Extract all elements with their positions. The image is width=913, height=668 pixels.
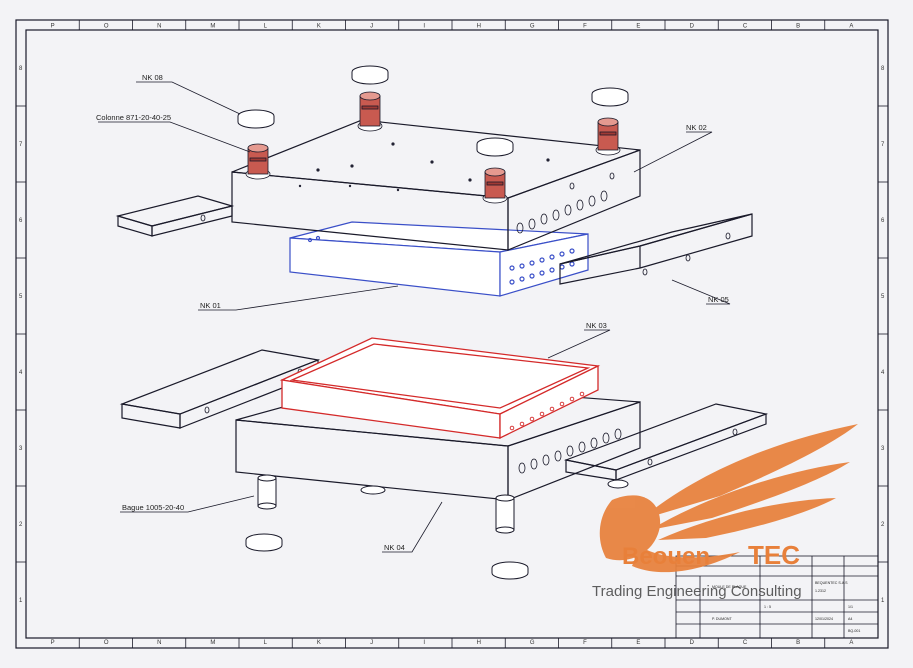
- title-block-sheet: 1/1: [848, 605, 853, 609]
- title-block: MOULE DE PLAQUE BEQUENTEC S.A.S 1.2312 1…: [675, 555, 879, 639]
- title-block-material: 1.2312: [815, 589, 826, 593]
- guide-pillars: [245, 91, 621, 204]
- border-column-letter: G: [530, 640, 535, 646]
- logo-name-right: TEC: [748, 540, 800, 570]
- border-row-number: 1: [19, 598, 23, 604]
- border-column-letter: H: [477, 24, 481, 30]
- border-row-number: 2: [19, 522, 23, 528]
- border-column-letter: A: [849, 24, 853, 30]
- guide-bushings: [257, 474, 629, 534]
- border-row-marks: 8 8 7 7 6 6 5 5 4 4 3 3 2 2 1 1: [16, 66, 888, 604]
- label-nk01: NK 01: [200, 301, 221, 310]
- label-nk08: NK 08: [142, 73, 163, 82]
- label-colonne: Colonne 871-20-40-25: [96, 113, 171, 122]
- border-row-number: 7: [19, 142, 23, 148]
- border-column-letter: E: [636, 24, 640, 30]
- border-row-number: 7: [881, 142, 885, 148]
- nk05-plate: [559, 213, 753, 285]
- title-block-number: BQ-001: [848, 629, 860, 633]
- border-column-letter: K: [317, 24, 321, 30]
- border-column-letter: I: [423, 24, 425, 30]
- border-column-letter: L: [264, 24, 268, 30]
- lower-caps: [245, 533, 529, 580]
- border-row-number: 5: [881, 294, 885, 300]
- border-row-number: 3: [19, 446, 23, 452]
- border-column-letter: P: [51, 640, 55, 646]
- title-block-format: A4: [848, 617, 852, 621]
- label-nk03: NK 03: [586, 321, 607, 330]
- title-block-date: 12/01/2024: [815, 617, 833, 621]
- title-block-designer: P. DUMONT: [712, 617, 733, 621]
- border-row-number: 2: [881, 522, 885, 528]
- border-column-letter: N: [157, 640, 161, 646]
- bequentec-logo: Beouen TEC Trading Engineering Consultin…: [592, 424, 858, 600]
- border-row-number: 3: [881, 446, 885, 452]
- label-nk04: NK 04: [384, 543, 405, 552]
- nk02-top-plate: [231, 119, 641, 251]
- title-block-title: MOULE DE PLAQUE: [712, 585, 747, 589]
- border-column-letter: H: [477, 640, 481, 646]
- label-bague: Bague 1005-20-40: [122, 503, 184, 512]
- border-column-letter: G: [530, 24, 535, 30]
- border-column-letter: P: [51, 24, 55, 30]
- border-column-letter: N: [157, 24, 161, 30]
- border-row-number: 5: [19, 294, 23, 300]
- title-block-scale: 1 : 5: [764, 605, 771, 609]
- border-column-letter: M: [210, 640, 215, 646]
- border-column-letter: M: [210, 24, 215, 30]
- border-row-number: 6: [19, 218, 23, 224]
- border-column-letter: O: [104, 24, 109, 30]
- border-column-marks: P P O O N N M M L L K K J J I I H H G G F F E E D D C C B B A A: [51, 20, 853, 648]
- border-column-letter: I: [423, 640, 425, 646]
- border-column-letter: K: [317, 640, 321, 646]
- nk01-plate: [289, 221, 589, 297]
- logo-tagline: Trading Engineering Consulting: [592, 583, 802, 600]
- nk04-base-plate: [235, 381, 641, 501]
- leader-lines: [98, 81, 731, 553]
- border-row-number: 8: [19, 66, 23, 72]
- label-nk05: NK 05: [708, 295, 729, 304]
- title-block-company: BEQUENTEC S.A.S: [815, 581, 848, 585]
- border-column-letter: C: [743, 640, 748, 646]
- border-column-letter: E: [636, 640, 640, 646]
- border-column-letter: J: [370, 640, 373, 646]
- border-column-letter: O: [104, 640, 109, 646]
- border-row-number: 6: [881, 218, 885, 224]
- border-row-number: 4: [881, 370, 885, 376]
- border-column-letter: D: [690, 640, 695, 646]
- border-column-letter: B: [796, 640, 800, 646]
- border-column-letter: B: [796, 24, 800, 30]
- border-column-letter: D: [690, 24, 695, 30]
- border-column-letter: C: [743, 24, 748, 30]
- border-column-letter: F: [583, 640, 587, 646]
- border-column-letter: J: [370, 24, 373, 30]
- nk03-cavity-plate: [279, 337, 601, 440]
- logo-name-left: Beouen: [622, 543, 710, 570]
- border-row-number: 4: [19, 370, 23, 376]
- border-column-letter: F: [583, 24, 587, 30]
- label-nk02: NK 02: [686, 123, 707, 132]
- logo-wing-icon: [599, 424, 858, 573]
- nk08-caps: [237, 65, 629, 157]
- border-column-letter: A: [849, 640, 853, 646]
- border-column-letter: L: [264, 640, 268, 646]
- border-row-number: 8: [881, 66, 885, 72]
- border-row-number: 1: [881, 598, 885, 604]
